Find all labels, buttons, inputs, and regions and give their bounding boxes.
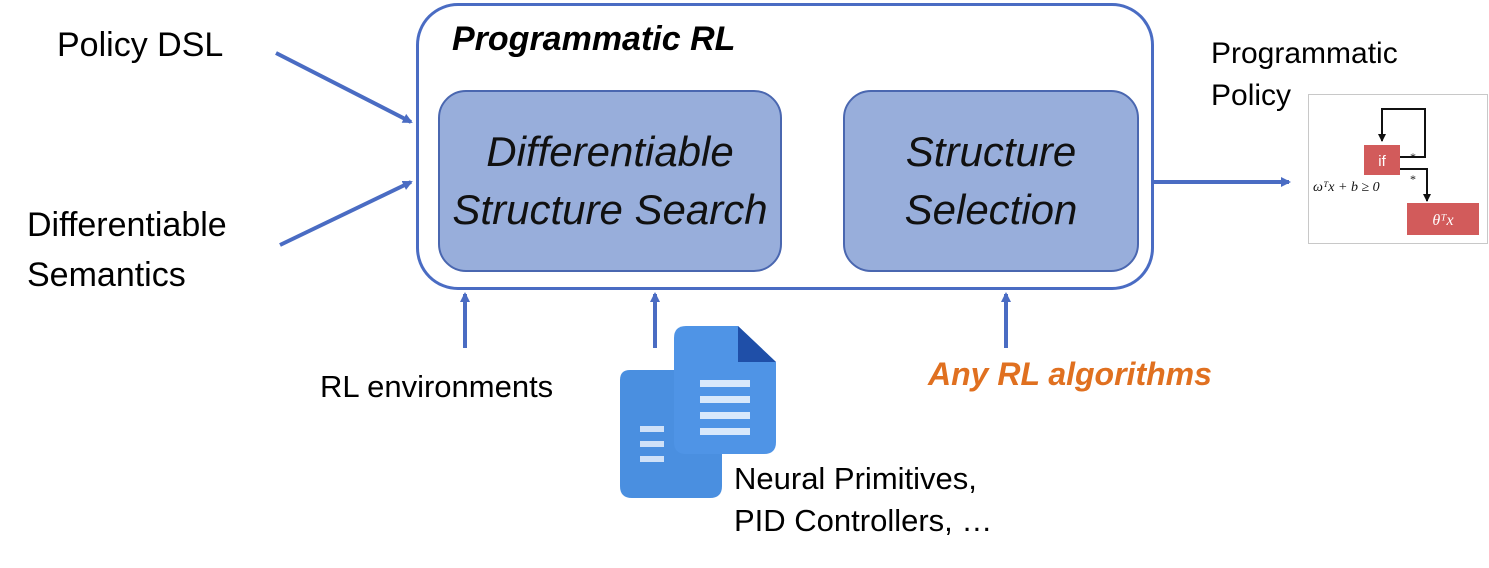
rl-algorithms-label: Any RL algorithms [928,356,1212,392]
if-node-text: if [1378,153,1386,170]
action-edge [1399,168,1431,202]
differentiable-structure-search-box: Differentiable Structure Search [438,90,782,272]
policy-label-line-2: Policy [1211,79,1292,112]
semantics-line-2: Semantics [27,256,186,294]
structure-selection-box: Structure Selection [843,90,1139,272]
stage1-line-2: Structure Search [452,186,768,233]
loop-edge [1378,108,1426,158]
stage2-line-2: Selection [904,186,1078,233]
policy-tree-graphic: if θᵀx ωᵀx + b ≥ 0 * * [1313,108,1479,235]
arrow-policy-dsl [275,51,413,124]
action-node-text: θᵀx [1432,212,1453,229]
policy-label-line-1: Programmatic [1211,37,1398,70]
branch-mark-lower: * [1410,172,1416,186]
primitives-line-2: PID Controllers, … [734,503,993,538]
differentiable-semantics-label: Differentiable Semantics [27,200,227,300]
arrow-semantics [279,180,413,247]
semantics-line-1: Differentiable [27,206,227,244]
policy-dsl-label: Policy DSL [57,26,224,64]
condition-text: ωᵀx + b ≥ 0 [1313,180,1380,195]
action-node [1407,203,1479,235]
primitives-label: Neural Primitives, PID Controllers, … [734,458,992,542]
branch-mark-upper: * [1410,150,1416,164]
rl-environments-label: RL environments [320,369,554,404]
primitives-line-1: Neural Primitives, [734,461,977,496]
programmatic-policy-tree-image: if θᵀx ωᵀx + b ≥ 0 * * [1308,94,1488,244]
documents-icon [618,326,778,501]
stage1-line-1: Differentiable [486,128,734,175]
programmatic-rl-title: Programmatic RL [452,20,736,58]
if-node [1364,145,1400,175]
stage2-line-1: Structure [905,128,1077,175]
programmatic-policy-label: Programmatic Policy [1211,33,1398,117]
